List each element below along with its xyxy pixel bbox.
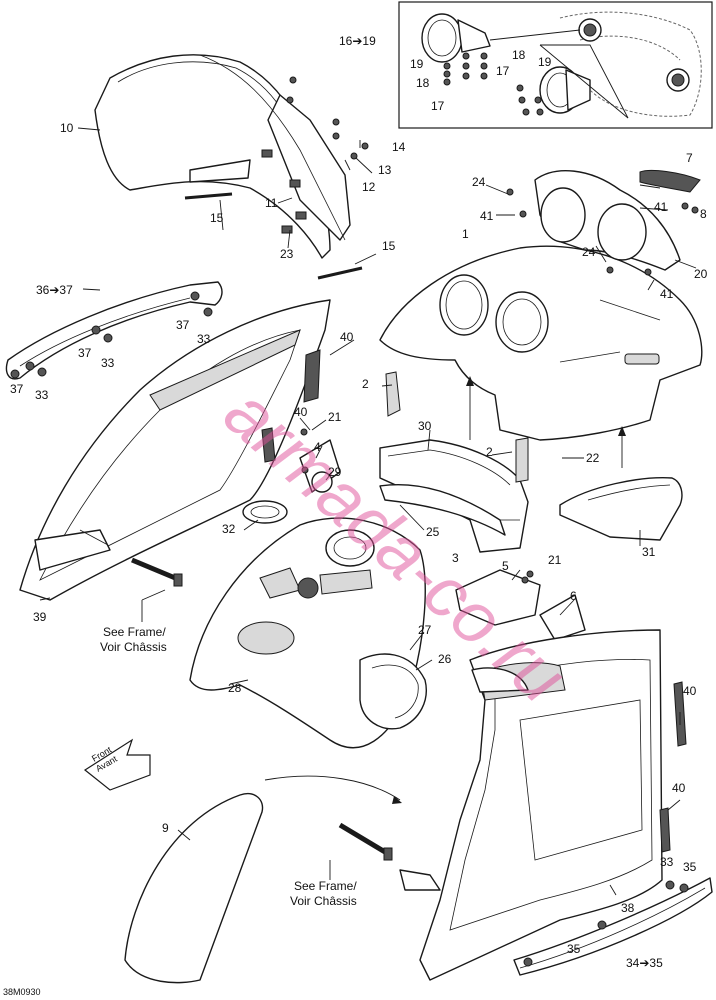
- callout-33: 33: [197, 332, 211, 346]
- callout-18: 18: [416, 76, 430, 90]
- callout-41: 41: [654, 200, 668, 214]
- callout-41: 41: [660, 287, 674, 301]
- callout-6: 6: [570, 589, 577, 603]
- callout-9: 9: [162, 821, 169, 835]
- callout-21: 21: [328, 410, 342, 424]
- callout-40: 40: [340, 330, 354, 344]
- callout-40: 40: [672, 781, 686, 795]
- callout-21: 21: [548, 553, 562, 567]
- callout-15: 15: [210, 211, 224, 225]
- callout-41: 41: [480, 209, 494, 223]
- callout-18: 18: [512, 48, 526, 62]
- mirror-inset: [398, 1, 713, 129]
- left-side-panel: [19, 299, 331, 601]
- callout-31: 31: [642, 545, 656, 559]
- callout-37: 37: [78, 346, 92, 360]
- drawing-code: 38M0930: [3, 987, 41, 997]
- callout-34-35: 34➔35: [626, 956, 663, 970]
- callout-7: 7: [686, 151, 693, 165]
- callout-27: 27: [418, 623, 432, 637]
- callout-35: 35: [567, 942, 581, 956]
- callout-20: 20: [694, 267, 708, 281]
- callout-30: 30: [418, 419, 432, 433]
- callout-37: 37: [176, 318, 190, 332]
- see-frame-label: Voir Châssis: [100, 640, 167, 654]
- callout-23: 23: [280, 247, 294, 261]
- windshield-fasteners: [261, 76, 369, 234]
- callout-37: 37: [10, 382, 24, 396]
- callout-19: 19: [538, 55, 552, 69]
- callout-8: 8: [700, 207, 707, 221]
- grommet: [242, 500, 288, 524]
- callout-15: 15: [382, 239, 396, 253]
- callout-25: 25: [426, 525, 440, 539]
- callout-3: 3: [452, 551, 459, 565]
- callout-33: 33: [660, 855, 674, 869]
- front-arrow: [83, 738, 151, 791]
- callout-labels: 1 2 2 3 4 5 6 7 8 9 10 11 12 13 14 15 15…: [3, 34, 708, 997]
- callout-5: 5: [502, 559, 509, 573]
- gauge-trim: [639, 169, 701, 193]
- callout-29: 29: [328, 465, 342, 479]
- frame-bolt: [131, 557, 393, 861]
- callout-38: 38: [621, 901, 635, 915]
- callout-39: 39: [33, 610, 47, 624]
- callout-2: 2: [362, 377, 369, 391]
- right-bracket: [455, 569, 541, 626]
- callout-33: 33: [101, 356, 115, 370]
- see-frame-label: See Frame/: [294, 879, 357, 893]
- callout-24: 24: [582, 245, 596, 259]
- callout-36-37: 36➔37: [36, 283, 73, 297]
- callout-22: 22: [586, 451, 600, 465]
- callout-1: 1: [462, 227, 469, 241]
- upper-console: [379, 245, 703, 441]
- callout-26: 26: [438, 652, 452, 666]
- callout-19: 19: [410, 57, 424, 71]
- callout-2: 2: [486, 445, 493, 459]
- callout-40: 40: [294, 405, 308, 419]
- callout-4: 4: [314, 440, 321, 454]
- windshield: [94, 54, 351, 259]
- callout-17: 17: [496, 64, 510, 78]
- callout-13: 13: [378, 163, 392, 177]
- leader-lines: [39, 127, 697, 896]
- callout-12: 12: [362, 180, 376, 194]
- callout-10: 10: [60, 121, 74, 135]
- storage-lid: [559, 477, 683, 541]
- callout-14: 14: [392, 140, 406, 154]
- callout-17: 17: [431, 99, 445, 113]
- callout-33: 33: [35, 388, 49, 402]
- gauge-bezel: [534, 170, 681, 271]
- callout-32: 32: [222, 522, 236, 536]
- see-frame-label: Voir Châssis: [290, 894, 357, 908]
- see-frame-label: See Frame/: [103, 625, 166, 639]
- callout-24: 24: [472, 175, 486, 189]
- callout-40: 40: [683, 684, 697, 698]
- air-duct: [359, 653, 427, 730]
- callout-11: 11: [265, 196, 278, 210]
- mud-flap: [124, 793, 264, 984]
- callout-16-19: 16➔19: [339, 34, 376, 48]
- lower-trim: [513, 877, 713, 976]
- callout-28: 28: [228, 681, 242, 695]
- storage-seal: [379, 483, 506, 536]
- callout-35: 35: [683, 860, 697, 874]
